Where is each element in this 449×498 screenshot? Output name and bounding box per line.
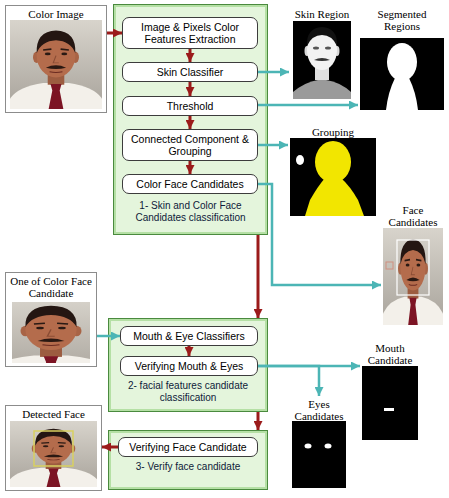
process-box: Verifying Face Candidate [118, 437, 258, 457]
panel-caption: 1- Skin and Color Face Candidates classi… [114, 200, 267, 224]
eye-blob [325, 444, 332, 449]
image-caption: One of Color Face Candidate [8, 275, 94, 299]
candidate-photo [0, 272, 112, 380]
flow-arrow [107, 32, 122, 35]
flow-arrow [258, 184, 381, 285]
image-caption: Grouping [290, 126, 376, 138]
stage-panel: 1- Skin and Color Face Candidates classi… [113, 4, 268, 235]
flow-arrow [258, 366, 319, 396]
process-box: Image & Pixels Color Features Extraction [122, 17, 258, 49]
box-label: Verifying Face Candidate [123, 441, 253, 453]
face-box [34, 431, 73, 466]
flow-arrow [258, 144, 288, 147]
process-box: Threshold [122, 96, 258, 116]
stage-panel: 3- Verify face candidate Verifying Face C… [108, 430, 268, 490]
flow-arrow [257, 412, 260, 430]
process-box: Mouth & Eye Classifiers [120, 326, 258, 346]
box-label: Connected Component & Grouping [127, 133, 253, 157]
process-box: Skin Classifier [122, 62, 258, 82]
portrait-photo [383, 228, 443, 325]
box-label: Skin Classifier [127, 66, 253, 78]
flow-arrow [189, 49, 192, 62]
group-blob [305, 178, 364, 216]
candidate-box [397, 240, 429, 295]
result-image: Eyes Candidates [290, 396, 348, 489]
stage-panel: 2- facial features candidate classificat… [108, 318, 268, 412]
image-caption: Face Candidates [383, 204, 443, 228]
image-caption: Segmented Regions [371, 8, 433, 32]
flow-arrow [102, 446, 118, 449]
mouth-candidate-image [362, 366, 418, 440]
input-image-box: One of Color Face Candidate [5, 272, 97, 367]
box-label: Verifying Mouth & Eyes [125, 360, 253, 372]
image-caption: Color Image [7, 8, 105, 20]
portrait-photo [10, 421, 97, 487]
flow-arrow [258, 71, 289, 74]
image-background [360, 38, 444, 110]
eyes-candidates-image [292, 421, 346, 488]
skin-region-image [293, 21, 351, 99]
image-caption: Mouth Candidate [362, 342, 418, 366]
result-image: Mouth Candidate [360, 340, 420, 441]
group-blob [315, 141, 351, 183]
flow-arrow [188, 346, 191, 356]
segment-blob [386, 78, 418, 110]
face-candidates-image [383, 228, 443, 325]
image-caption: Eyes Candidates [291, 398, 347, 422]
mouth-blob [384, 408, 394, 411]
photo-frame [5, 5, 107, 113]
hair [307, 27, 337, 46]
result-image: Grouping [288, 124, 378, 217]
box-label: Threshold [127, 100, 253, 112]
process-box: Color Face Candidates [122, 174, 258, 194]
panel-caption: 3- Verify face candidate [109, 461, 267, 473]
image-background [292, 421, 346, 488]
candidate-box [386, 262, 393, 269]
flow-arrow [189, 161, 192, 174]
image-background [290, 138, 376, 216]
grouping-image [290, 138, 376, 216]
eye [313, 47, 319, 50]
result-image: Segmented Regions [358, 6, 446, 111]
box-label: Image & Pixels Color Features Extraction [127, 21, 253, 45]
input-image-box: Color Image [5, 5, 107, 113]
detected-face-photo [5, 405, 102, 491]
flow-arrow [189, 82, 192, 96]
eye-blob [305, 444, 312, 449]
flow-arrow [189, 116, 192, 129]
panel-caption: 2- facial features candidate classificat… [109, 380, 267, 404]
image-caption: Skin Region [290, 8, 354, 20]
box-label: Color Face Candidates [127, 178, 253, 190]
image-background [362, 366, 418, 440]
process-box: Verifying Mouth & Eyes [120, 356, 258, 376]
image-background [293, 21, 351, 99]
portrait-photo [0, 296, 112, 380]
segmented-regions-image [360, 38, 444, 110]
flow-arrow [257, 235, 260, 318]
shoulders [293, 80, 351, 99]
color-image-photo [5, 5, 107, 113]
result-image: Face Candidates [381, 202, 445, 326]
segment-blob [387, 43, 417, 81]
moustache [314, 58, 330, 61]
flow-arrow [258, 104, 358, 107]
box-label: Mouth & Eye Classifiers [125, 330, 253, 342]
photo-frame [5, 405, 102, 491]
input-image-box: Detected Face [5, 405, 102, 491]
process-box: Connected Component & Grouping [122, 129, 258, 161]
flow-arrow [258, 365, 360, 368]
eye [325, 47, 331, 50]
result-image: Skin Region [289, 6, 355, 100]
flow-arrow [97, 335, 120, 338]
image-caption: Detected Face [8, 408, 100, 420]
portrait-photo [10, 20, 102, 109]
small-group [296, 155, 304, 165]
